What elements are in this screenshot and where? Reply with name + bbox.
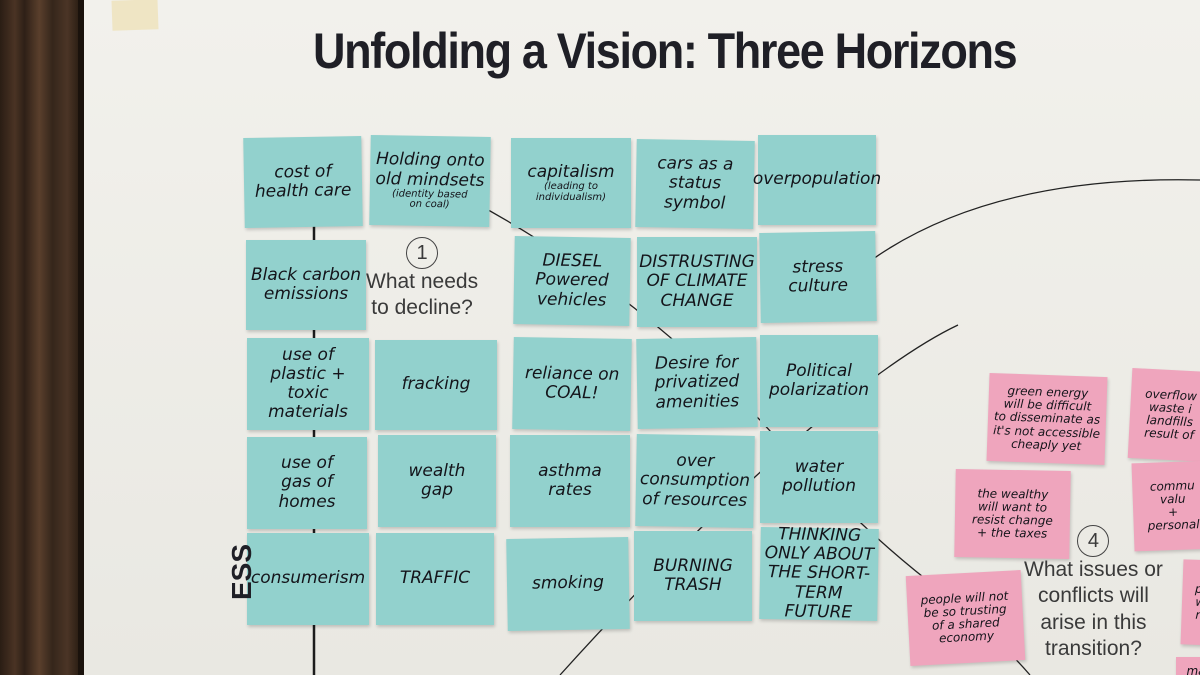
note-subtext: (leading to individualism): [535, 181, 607, 203]
marker-decline: 1 What needs to decline?: [366, 237, 478, 322]
teal-sticky-note: use of gas of homes: [247, 437, 367, 529]
teal-sticky-note: cars as a status symbol: [635, 138, 755, 230]
note-subtext: (identity based on coal): [391, 187, 468, 211]
pink-sticky-note: overflow waste i landfills result of: [1127, 367, 1200, 463]
teal-sticky-note: smoking: [506, 536, 630, 632]
teal-sticky-note: cost of health care: [243, 135, 363, 229]
teal-sticky-note: Holding onto old mindsets(identity based…: [369, 134, 491, 228]
pink-sticky-note: ma: [1176, 657, 1200, 675]
note-text: THINKING ONLY ABOUT THE SHORT-TERM FUTUR…: [764, 524, 875, 623]
note-text: water pollution: [782, 456, 856, 496]
note-text: cost of health care: [254, 161, 352, 202]
note-text: Black carbon emissions: [250, 264, 362, 304]
teal-sticky-note: wealth gap: [378, 435, 496, 527]
note-text: use of gas of homes: [278, 453, 336, 512]
teal-sticky-note: DIESEL Powered vehicles: [513, 235, 631, 327]
note-text: wealth gap: [408, 460, 466, 500]
wooden-frame: [0, 0, 82, 675]
teal-sticky-note: consumerism: [247, 533, 369, 625]
teal-sticky-note: Political polarization: [760, 335, 878, 427]
note-text: Desire for privatized amenities: [654, 352, 740, 413]
note-text: use of plastic + toxic materials: [268, 344, 348, 423]
note-text: reliance on COAL!: [524, 363, 620, 404]
note-text: overflow waste i landfills result of: [1143, 386, 1198, 443]
side-label: ESS: [226, 543, 257, 600]
note-text: BURNING TRASH: [653, 555, 733, 595]
marker-number: 4: [1077, 525, 1110, 557]
note-text: ma: [1186, 664, 1200, 675]
teal-sticky-note: Black carbon emissions: [246, 240, 366, 330]
teal-sticky-note: reliance on COAL!: [512, 336, 632, 432]
note-text: cars as a status symbol: [657, 153, 734, 214]
note-text: capitalism: [527, 161, 615, 182]
pink-sticky-note: pe wi re: [1180, 559, 1200, 646]
teal-sticky-note: stress culture: [759, 230, 877, 324]
teal-sticky-note: BURNING TRASH: [634, 531, 752, 621]
frame-edge: [78, 0, 84, 675]
note-text: fracking: [401, 374, 471, 395]
teal-sticky-note: water pollution: [760, 431, 878, 523]
teal-sticky-note: THINKING ONLY ABOUT THE SHORT-TERM FUTUR…: [759, 524, 879, 623]
note-text: consumerism: [250, 568, 366, 589]
teal-sticky-note: Desire for privatized amenities: [636, 336, 758, 430]
marker-question: What issues or conflicts will arise in t…: [1024, 558, 1163, 660]
teal-sticky-note: DISTRUSTING OF CLIMATE CHANGE: [637, 237, 757, 327]
teal-sticky-note: fracking: [375, 340, 497, 430]
note-text: smoking: [531, 572, 605, 595]
teal-sticky-note: overpopulation: [753, 135, 881, 225]
horizon-curve-3: [857, 179, 1200, 271]
note-text: Political polarization: [769, 360, 869, 400]
teal-sticky-note: over consumption of resources: [635, 433, 755, 529]
note-text: asthma rates: [538, 460, 602, 500]
teal-sticky-note: asthma rates: [510, 435, 630, 527]
teal-sticky-note: use of plastic + toxic materials: [247, 338, 369, 430]
note-text: DIESEL Powered vehicles: [535, 250, 609, 311]
note-text: pe wi re: [1194, 581, 1200, 623]
poster-title: Unfolding a Vision: Three Horizons: [313, 23, 1018, 79]
note-text: overpopulation: [752, 169, 882, 190]
pink-sticky-note: people will not be so trusting of a shar…: [905, 570, 1026, 666]
marker-issues: 4 What issues or conflicts will arise in…: [1024, 525, 1163, 662]
marker-question: What needs to decline?: [366, 270, 479, 320]
note-text: over consumption of resources: [639, 451, 751, 511]
teal-sticky-note: TRAFFIC: [376, 533, 494, 625]
note-text: Holding onto old mindsets: [375, 149, 485, 191]
note-text: stress culture: [788, 256, 849, 297]
pink-sticky-note: green energy will be difficult to dissem…: [986, 372, 1108, 466]
note-text: people will not be so trusting of a shar…: [920, 588, 1009, 646]
note-text: DISTRUSTING OF CLIMATE CHANGE: [639, 252, 755, 311]
marker-number: 1: [406, 237, 439, 269]
note-text: TRAFFIC: [399, 568, 471, 589]
teal-sticky-note: capitalism(leading to individualism): [511, 138, 631, 228]
note-text: green energy will be difficult to dissem…: [992, 383, 1101, 453]
